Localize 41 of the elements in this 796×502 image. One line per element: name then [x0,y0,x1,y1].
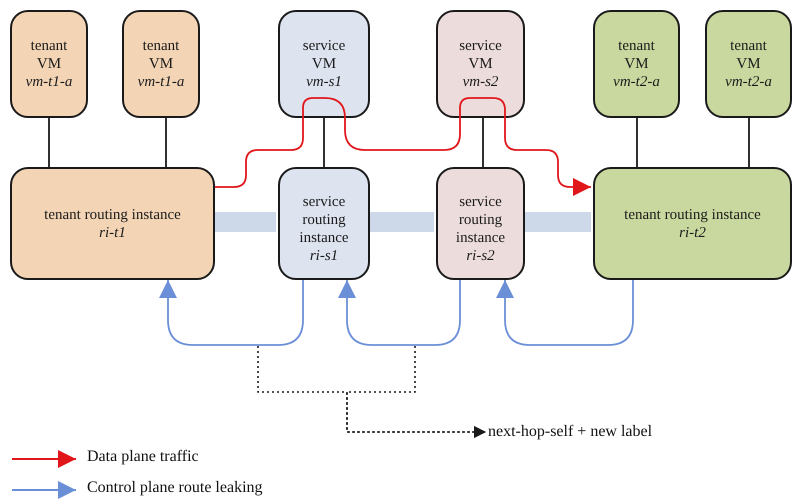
arrow [459,97,591,196]
dotted-arrow [346,346,486,438]
link-band [525,212,591,232]
routing-instance-box [593,167,792,280]
annotation-text: next-hop-self + new label [488,421,652,443]
node-id: vm-t2-a [613,73,660,91]
vm-box [122,10,200,118]
connector-line [748,118,750,167]
node-id: vm-t1-a [138,73,184,91]
node-id: ri-s2 [466,247,495,265]
link-band [215,212,276,232]
connector-line [302,97,461,151]
routing-instance-box [10,167,215,280]
node-id: vm-s1 [306,73,342,91]
node-id: vm-t1-a [26,73,72,91]
connector-line [636,118,638,167]
arrow [338,280,461,346]
node-id: ri-t2 [679,224,706,242]
connector-line [165,118,167,167]
vm-box [705,10,792,118]
node-id: vm-t2-a [725,73,772,91]
link-band [370,212,434,232]
node-id: ri-t1 [99,224,126,242]
arrow [496,280,634,346]
node-id: vm-s2 [462,73,498,91]
node-title: tenant routing instance [624,206,761,224]
vm-box [436,10,525,118]
routing-instance-box [436,167,525,280]
connector-line [482,118,484,167]
legend-label: Control plane route leaking [87,479,263,497]
node-id: ri-s1 [310,247,338,265]
routing-instance-box [278,167,370,280]
legend-label: Data plane traffic [87,448,199,466]
connector-line [215,118,304,188]
vm-box [278,10,370,118]
vm-box [593,10,680,118]
vm-box [10,10,88,118]
connector-line [323,118,325,167]
arrow [159,280,304,346]
connector-line [48,118,50,167]
node-title: tenant routing instance [44,206,181,224]
